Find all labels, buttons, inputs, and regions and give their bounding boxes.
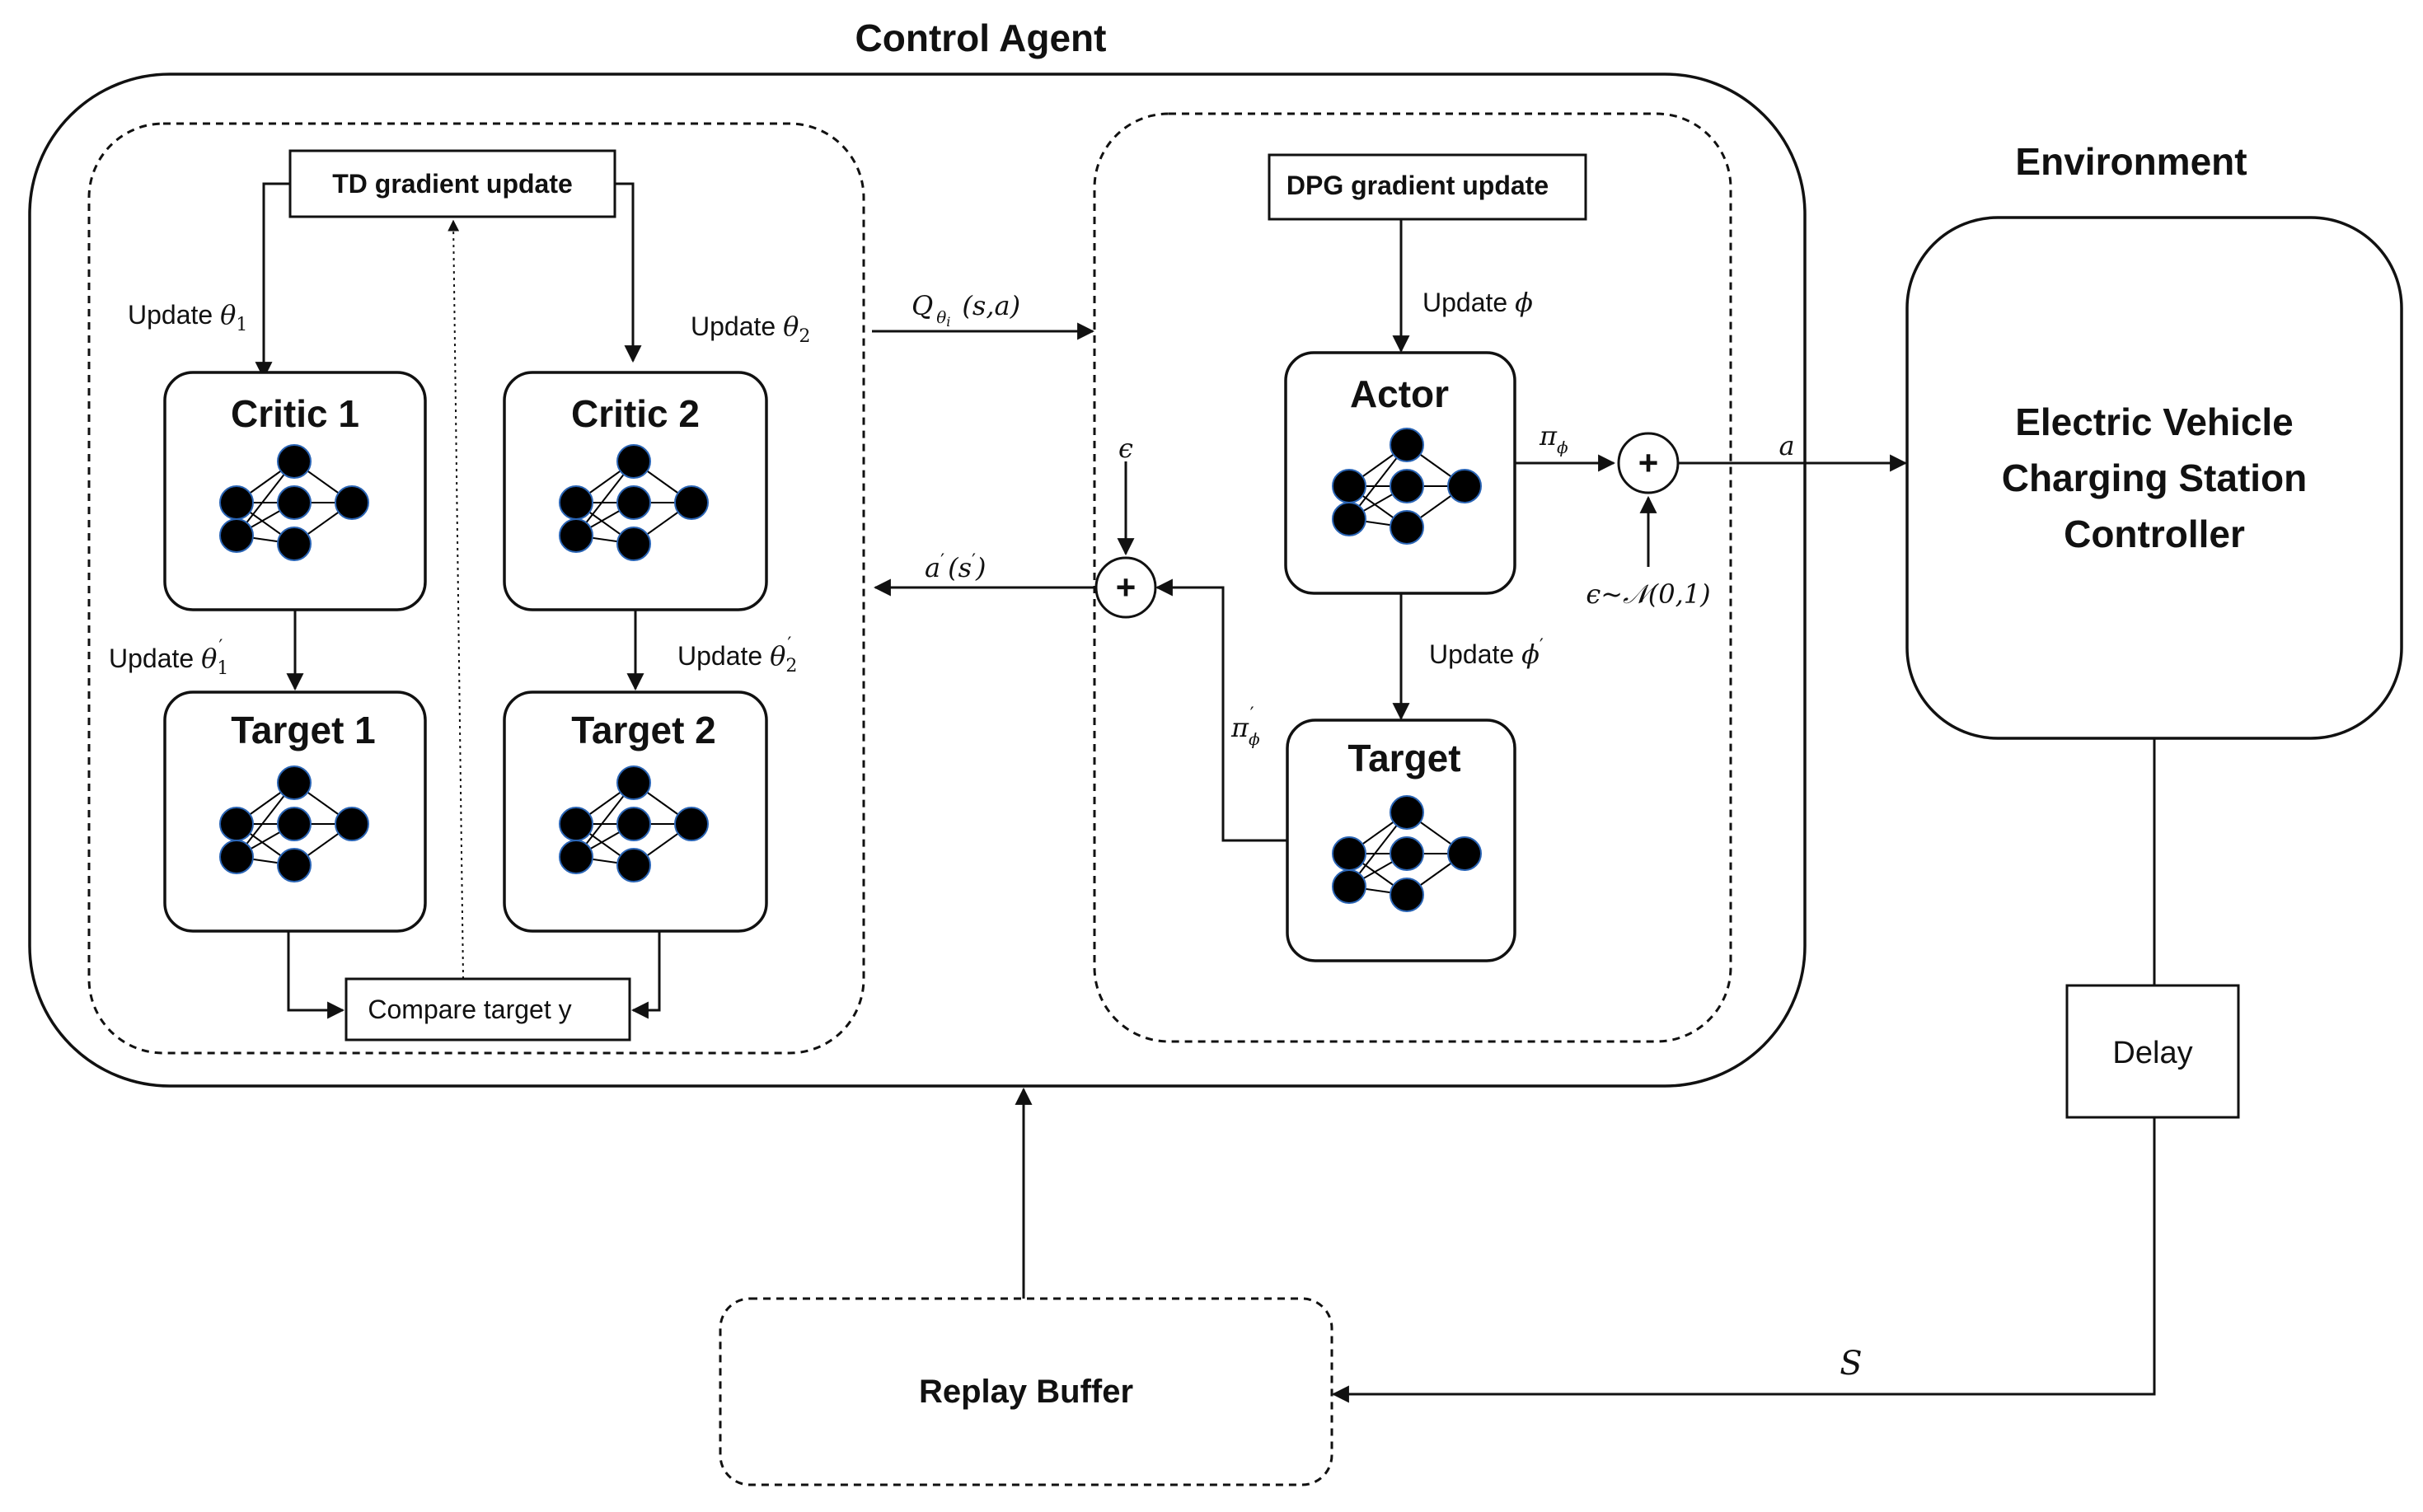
pi-phi-label: πϕ (1539, 420, 1568, 457)
critic2-title: Critic 2 (571, 392, 700, 435)
update-theta2-prime-label: Update θ2′ (677, 634, 797, 676)
sum-junction-target-symbol: + (1116, 568, 1137, 606)
td-gradient-update-label: TD gradient update (332, 169, 573, 199)
svg-text:πϕ′: πϕ′ (1230, 705, 1260, 749)
update-phi-label: Update ϕ (1422, 287, 1533, 318)
ev-controller-line1: Electric Vehicle (2015, 400, 2294, 443)
sum-junction-actor-symbol: + (1638, 443, 1659, 482)
replay-buffer-label: Replay Buffer (919, 1374, 1133, 1410)
arrow-td-to-critic2 (615, 182, 642, 363)
update-theta1-prime-label: Update θ1′ (109, 637, 228, 679)
td-gradient-update-box (288, 149, 616, 218)
dotted-feedback-arrow (448, 219, 464, 980)
svg-text:Update θ1: Update θ1 (128, 299, 247, 335)
compare-target-box (344, 977, 631, 1042)
delay-box (2065, 984, 2240, 1119)
dpg-gradient-update-box (1268, 153, 1587, 221)
dpg-gradient-update-label: DPG gradient update (1286, 171, 1549, 200)
target1-title: Target 1 (231, 709, 376, 751)
svg-text:a′(s′): a′(s′) (925, 551, 986, 583)
actor-target-title: Target (1347, 737, 1460, 779)
compare-target-label: Compare target y (368, 995, 571, 1024)
critic1-title: Critic 1 (231, 392, 359, 435)
svg-text:πϕ: πϕ (1539, 420, 1568, 457)
arrow-target1-to-compare (287, 931, 345, 1019)
replay-buffer-box (719, 1297, 1333, 1486)
update-phi-prime-label: Update ϕ′ (1429, 636, 1544, 670)
update-theta1-label: Update θ1 (128, 299, 247, 335)
svg-text:Update θ1′: Update θ1′ (109, 637, 228, 679)
ev-controller-line2: Charging Station (2002, 456, 2308, 499)
arrow-pi-phi-prime (1155, 578, 1287, 842)
svg-text:Update θ2: Update θ2 (691, 311, 810, 347)
action-label: a (1779, 430, 1794, 461)
state-label: S (1840, 1345, 1862, 1383)
delay-label: Delay (2112, 1036, 2192, 1070)
svg-text:Update θ2′: Update θ2′ (677, 634, 797, 676)
ev-controller-line3: Controller (2064, 513, 2245, 555)
arrow-target2-to-compare (630, 931, 661, 1019)
a-prime-label: a′(s′) (925, 551, 986, 583)
actor-panel (1093, 112, 1732, 1043)
svg-text:Qθi(s,a): Qθi(s,a) (912, 290, 1020, 330)
environment-title: Environment (2015, 140, 2247, 183)
noise-label: ϵ~𝒩(0,1) (1586, 578, 1710, 610)
arrow-td-to-critic1 (255, 182, 290, 380)
sum-junction-target (1094, 556, 1157, 619)
actor-title: Actor (1350, 372, 1449, 415)
update-theta2-label: Update θ2 (691, 311, 810, 347)
pi-phi-prime-label: πϕ′ (1230, 705, 1260, 749)
critic-panel (87, 122, 865, 1055)
svg-text:Update ϕ′: Update ϕ′ (1429, 636, 1544, 670)
svg-text:Update ϕ: Update ϕ (1422, 287, 1533, 318)
target2-title: Target 2 (571, 709, 716, 751)
control-agent-title: Control Agent (855, 16, 1107, 59)
arrow-state (1331, 1117, 2156, 1403)
epsilon-label: ϵ (1118, 433, 1133, 464)
